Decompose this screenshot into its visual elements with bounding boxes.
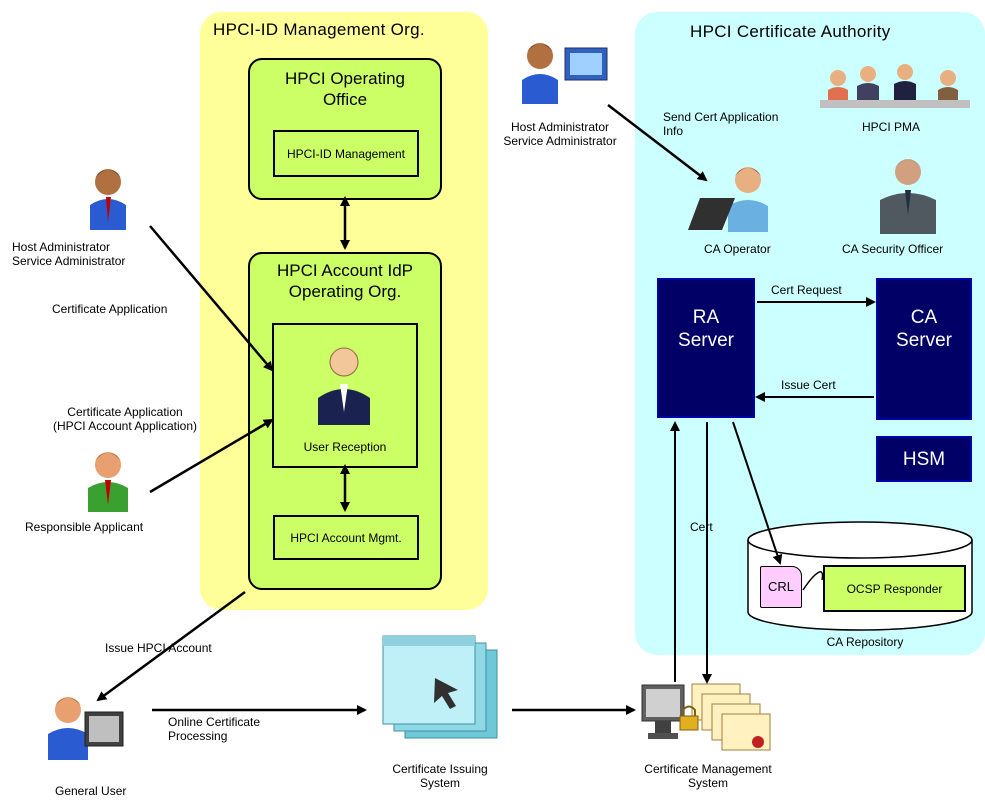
host-admin-top-label: Host Administrator Service Administrator [503,120,617,148]
host-admin-left-icon [90,169,126,230]
cert-label: Cert [690,520,713,534]
operating-office-title: HPCI Operating Office [285,69,405,109]
responsible-applicant-label: Responsible Applicant [25,520,144,534]
general-user-label: General User [55,784,127,798]
certificate-authority-title: HPCI Certificate Authority [690,22,891,41]
hpci-pma-label: HPCI PMA [862,120,921,134]
crl-document [760,566,802,608]
host-admin-left-label: Host Administrator Service Administrator [12,240,126,268]
general-user-icon [48,697,124,760]
crl-label: CRL [767,579,794,594]
cert-request-label: Cert Request [771,283,842,297]
responsible-applicant-icon [88,452,128,512]
online-certificate-processing-label: Online Certificate Processing [168,715,261,743]
certificate-application-account-label: Certificate Application (HPCI Account Ap… [52,405,198,433]
certificate-management-system-label: Certificate Management System [644,762,772,790]
issue-cert-label: Issue Cert [781,378,836,392]
certificate-application-label: Certificate Application [52,302,168,316]
host-admin-top-icon [522,43,608,104]
ca-repository-label: CA Repository [826,635,904,649]
hsm-box: HSM [876,436,972,482]
ca-security-officer-label: CA Security Officer [842,242,944,256]
issue-hpci-account-label: Issue HPCI Account [105,641,212,655]
ca-server: CA Server [876,278,972,420]
user-reception-box: User Reception [272,323,418,468]
certificate-issuing-system-label: Certificate Issuing System [392,762,488,790]
hpci-id-management-box: HPCI-ID Management [273,130,419,177]
ca-operator-label: CA Operator [704,242,771,256]
ocsp-responder-box: OCSP Responder [823,565,966,612]
ra-server: RA Server [657,278,755,418]
hpci-id-management-title: HPCI-ID Management Org. [213,20,425,39]
send-cert-application-info-label: Send Cert Application Info [663,110,779,138]
account-idp-title: HPCI Account IdP Operating Org. [276,261,414,301]
account-mgmt-box: HPCI Account Mgmt. [273,515,419,560]
